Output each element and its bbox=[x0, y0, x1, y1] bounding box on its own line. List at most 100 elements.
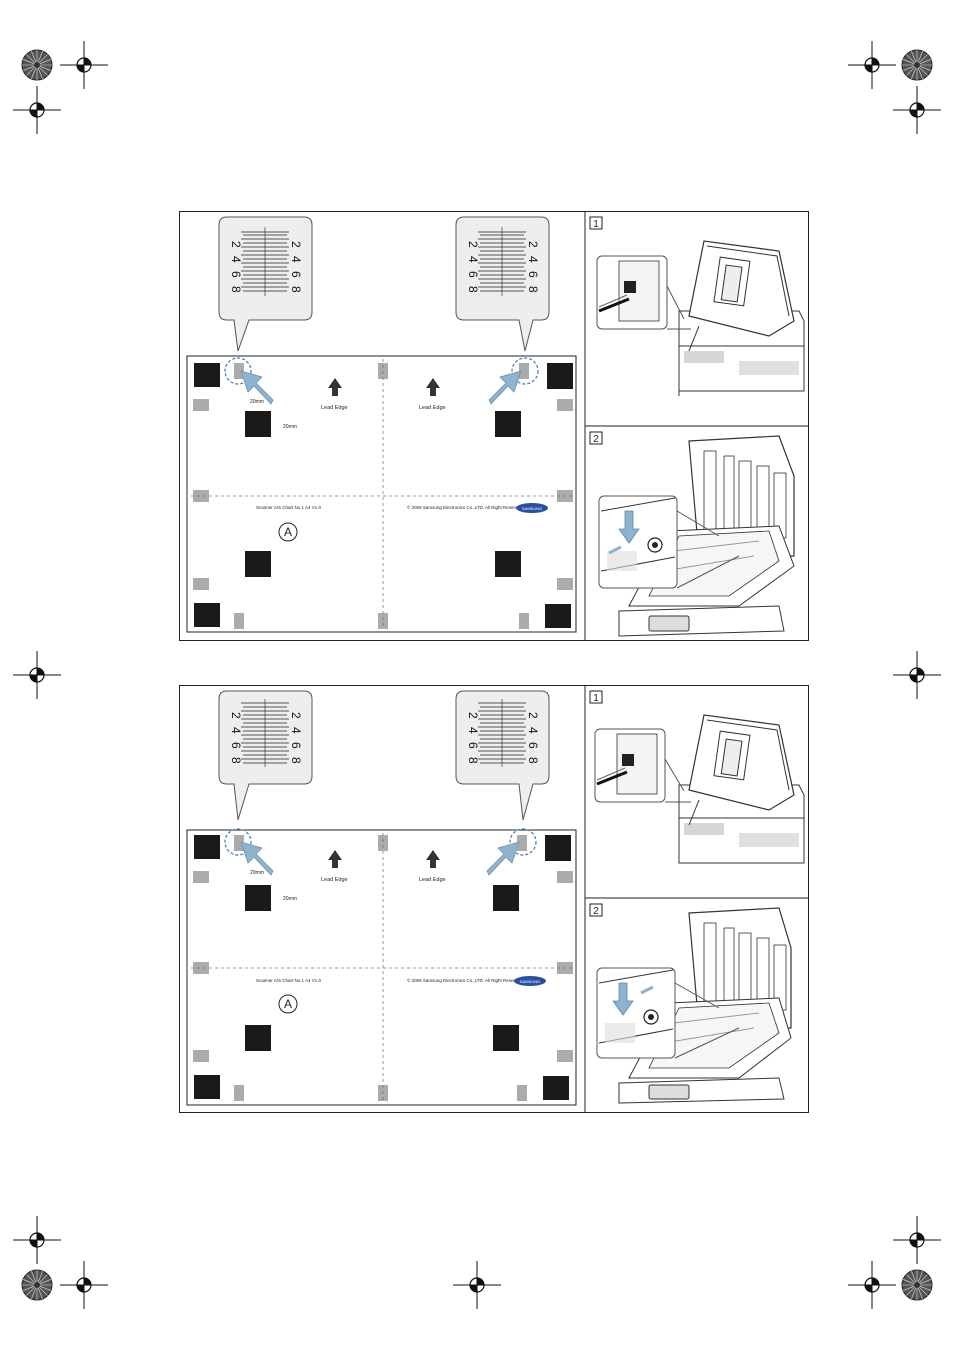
pointer-arrow-right bbox=[486, 841, 520, 876]
svg-text:4: 4 bbox=[229, 256, 243, 263]
svg-text:4: 4 bbox=[466, 727, 480, 734]
step-1-number: 1 bbox=[593, 219, 599, 230]
svg-text:2: 2 bbox=[229, 712, 243, 719]
svg-text:6: 6 bbox=[289, 271, 303, 278]
highlight-circle-left bbox=[224, 357, 252, 385]
dimension-label-arrow: 20mm bbox=[250, 399, 264, 405]
pointer-arrow-right bbox=[488, 370, 522, 405]
step-2-number: 2 bbox=[593, 906, 599, 917]
pointer-arrow-left bbox=[240, 841, 274, 876]
svg-text:2: 2 bbox=[466, 712, 480, 719]
svg-text:2: 2 bbox=[289, 712, 303, 719]
dimension-label-arrow: 20mm bbox=[250, 870, 264, 876]
svg-text:2: 2 bbox=[526, 241, 540, 248]
svg-text:2: 2 bbox=[526, 712, 540, 719]
svg-text:8: 8 bbox=[466, 757, 480, 764]
step-1-illustration: 1 bbox=[589, 690, 805, 864]
svg-text:6: 6 bbox=[466, 742, 480, 749]
corner-square-bl bbox=[194, 1075, 220, 1099]
inner-square-2 bbox=[495, 411, 521, 437]
lead-edge-arrow-left bbox=[328, 378, 342, 396]
samsung-logo bbox=[514, 976, 546, 986]
zoom-callout-right: 2 4 6 8 2 4 6 8 bbox=[455, 690, 550, 821]
highlight-circle-right bbox=[511, 357, 539, 385]
svg-text:6: 6 bbox=[229, 271, 243, 278]
lead-edge-label-left: Lead Edge bbox=[321, 877, 348, 883]
svg-text:8: 8 bbox=[466, 286, 480, 293]
inner-square-3 bbox=[245, 551, 271, 577]
copyright-text: © 2009 Samsung Electronics Co.,LTD. All … bbox=[407, 977, 523, 983]
svg-text:4: 4 bbox=[466, 256, 480, 263]
step-1-illustration: 1 bbox=[589, 216, 805, 396]
inner-square-4 bbox=[495, 551, 521, 577]
svg-text:8: 8 bbox=[526, 286, 540, 293]
dimension-label-square: 20mm bbox=[283, 896, 297, 902]
inner-square-1 bbox=[245, 411, 271, 437]
chart-title: Scanner A/S Chart No.1 A4 V1.0 bbox=[256, 505, 322, 510]
svg-text:2: 2 bbox=[466, 241, 480, 248]
svg-text:4: 4 bbox=[289, 256, 303, 263]
step-2-illustration: 2 bbox=[589, 903, 792, 1104]
figure-1-canvas: Lead Edge Lead Edge 20mm 20mm Scanner A/… bbox=[179, 211, 809, 641]
figure-2-canvas: Lead Edge Lead Edge 20mm 20mm Scanner A/… bbox=[179, 685, 809, 1113]
lead-edge-label-left: Lead Edge bbox=[321, 405, 348, 411]
svg-text:SAMSUNG: SAMSUNG bbox=[520, 979, 540, 984]
svg-text:8: 8 bbox=[289, 286, 303, 293]
scanner-test-chart: Lead Edge Lead Edge 20mm 20mm Scanner A/… bbox=[186, 355, 577, 633]
corner-square-br bbox=[545, 604, 571, 628]
crop-mark-top-left-starburst bbox=[21, 49, 53, 81]
figure-2: Lead Edge Lead Edge 20mm 20mm Scanner A/… bbox=[179, 685, 809, 1113]
corner-square-br bbox=[543, 1076, 569, 1100]
svg-text:SAMSUNG: SAMSUNG bbox=[522, 506, 542, 511]
figure-1: Lead Edge Lead Edge 20mm 20mm Scanner A/… bbox=[179, 211, 809, 641]
inner-square-2 bbox=[493, 885, 519, 911]
samsung-logo bbox=[516, 503, 548, 513]
crop-mark-top-right-starburst bbox=[901, 49, 933, 81]
svg-text:2: 2 bbox=[289, 241, 303, 248]
zoom-callout-left: 2 4 6 8 2 4 6 8 bbox=[218, 690, 313, 821]
letter-a: A bbox=[284, 997, 292, 1011]
letter-circle bbox=[278, 994, 298, 1014]
step-1-number: 1 bbox=[593, 693, 599, 704]
corner-square-tl bbox=[194, 835, 220, 859]
svg-text:8: 8 bbox=[229, 286, 243, 293]
svg-text:4: 4 bbox=[229, 727, 243, 734]
svg-text:2: 2 bbox=[229, 241, 243, 248]
scanner-test-chart: Lead Edge Lead Edge 20mm 20mm Scanner A/… bbox=[186, 828, 577, 1106]
highlight-circle-left bbox=[224, 828, 252, 856]
svg-text:6: 6 bbox=[229, 742, 243, 749]
inner-square-4 bbox=[493, 1025, 519, 1051]
zoom-callout-right: 2 4 6 8 2 4 6 8 bbox=[455, 216, 550, 352]
svg-text:6: 6 bbox=[526, 271, 540, 278]
letter-circle bbox=[278, 522, 298, 542]
svg-text:4: 4 bbox=[526, 727, 540, 734]
lead-edge-label-right: Lead Edge bbox=[419, 877, 446, 883]
highlight-circle-right bbox=[509, 828, 537, 856]
inner-square-3 bbox=[245, 1025, 271, 1051]
step-2-number: 2 bbox=[593, 434, 599, 445]
svg-text:6: 6 bbox=[526, 742, 540, 749]
corner-square-tl bbox=[194, 363, 220, 387]
crop-mark-bottom-left-starburst bbox=[21, 1269, 53, 1301]
lead-edge-arrow-right bbox=[426, 850, 440, 868]
corner-square-tr bbox=[547, 363, 573, 389]
crop-mark-bottom-right-starburst bbox=[901, 1269, 933, 1301]
lead-edge-arrow-left bbox=[328, 850, 342, 868]
inner-square-1 bbox=[245, 885, 271, 911]
svg-text:4: 4 bbox=[289, 727, 303, 734]
lead-edge-label-right: Lead Edge bbox=[419, 405, 446, 411]
copyright-text: © 2009 Samsung Electronics Co.,LTD. All … bbox=[407, 504, 523, 510]
svg-text:6: 6 bbox=[466, 271, 480, 278]
svg-text:6: 6 bbox=[289, 742, 303, 749]
dimension-label-square: 20mm bbox=[283, 424, 297, 430]
chart-title: Scanner A/S Chart No.1 A4 V1.0 bbox=[256, 978, 322, 983]
zoom-callout-left: 2 4 6 8 2 4 6 8 bbox=[218, 216, 313, 352]
svg-text:8: 8 bbox=[229, 757, 243, 764]
lead-edge-arrow-right bbox=[426, 378, 440, 396]
svg-text:8: 8 bbox=[526, 757, 540, 764]
pointer-arrow-left bbox=[240, 370, 274, 405]
corner-square-tr bbox=[545, 835, 571, 861]
step-2-illustration: 2 bbox=[589, 431, 795, 637]
svg-text:4: 4 bbox=[526, 256, 540, 263]
